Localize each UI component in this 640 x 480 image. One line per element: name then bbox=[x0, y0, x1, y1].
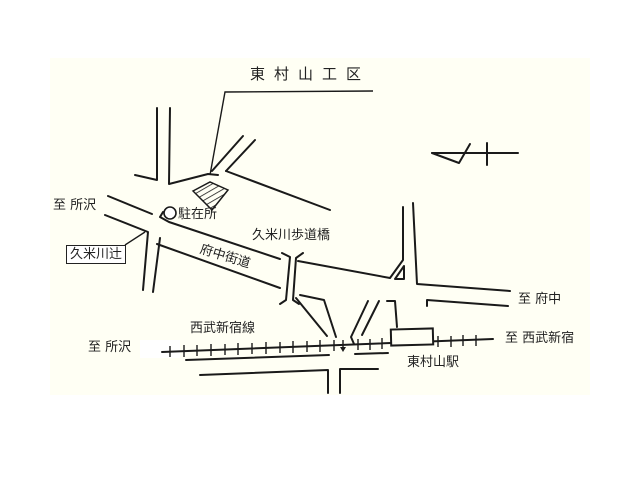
road-northeast bbox=[211, 135, 331, 211]
footbridge-symbol bbox=[279, 252, 304, 305]
map-title: 東村山工区 bbox=[250, 65, 371, 83]
label-kumegawa-tsuji: 久米川辻 bbox=[66, 245, 127, 264]
road-to-station bbox=[295, 294, 509, 345]
label-to-tokorozawa-upper: 至 所沢 bbox=[53, 198, 97, 213]
road-to-tokorozawa bbox=[104, 195, 153, 291]
label-police-box: 駐在所 bbox=[178, 207, 218, 222]
label-kumegawa-footbridge: 久米川歩道橋 bbox=[252, 228, 331, 243]
label-to-fuchu: 至 府中 bbox=[518, 292, 562, 307]
road-north-left bbox=[134, 107, 219, 185]
title-leader-line bbox=[209, 90, 374, 176]
hatched-area-icon bbox=[191, 181, 230, 212]
seibu-shinjuku-railway bbox=[161, 335, 494, 361]
circle-marker-icon bbox=[163, 206, 177, 220]
kumegawa-tsuji-leader bbox=[124, 231, 146, 246]
down-arrow-icon bbox=[340, 340, 346, 352]
road-junction-west bbox=[152, 211, 281, 293]
road-south bbox=[199, 368, 379, 394]
label-higashimurayama-station: 東村山駅 bbox=[407, 355, 460, 370]
map-background bbox=[50, 58, 590, 395]
label-seibu-shinjuku-line: 西武新宿線 bbox=[190, 321, 256, 336]
north-arrow-icon bbox=[431, 142, 519, 166]
station-building bbox=[389, 327, 435, 347]
label-to-tokorozawa-lower: 至 所沢 bbox=[88, 340, 132, 355]
label-to-seibu-shinjuku: 至 西武新宿 bbox=[505, 331, 575, 346]
road-fuchu-kaido-east bbox=[297, 202, 511, 292]
